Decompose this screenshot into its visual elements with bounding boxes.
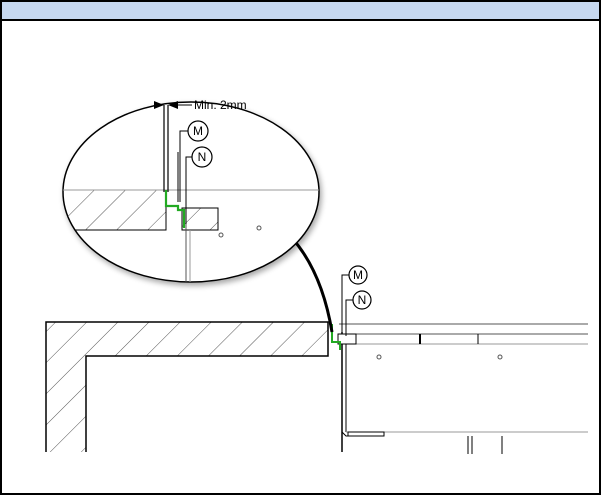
- main-callout-n: N: [358, 293, 367, 307]
- countertop-section: [45, 321, 329, 452]
- detail-callouts: M N: [179, 120, 213, 224]
- main-seal: [331, 324, 341, 350]
- detail-callout-n: N: [198, 150, 207, 164]
- detail-magnifier: Min. 2mm M N: [62, 98, 320, 283]
- appliance-section: [331, 323, 588, 454]
- detail-seal: [164, 190, 186, 228]
- detail-callout-m: M: [193, 124, 203, 138]
- dimension-label: Min. 2mm: [194, 98, 247, 112]
- main-callouts: M N: [341, 265, 372, 336]
- gap-dimension: Min. 2mm: [154, 98, 247, 192]
- title-bar: [2, 2, 599, 21]
- detail-leader: [290, 237, 334, 333]
- main-callout-m: M: [353, 268, 363, 282]
